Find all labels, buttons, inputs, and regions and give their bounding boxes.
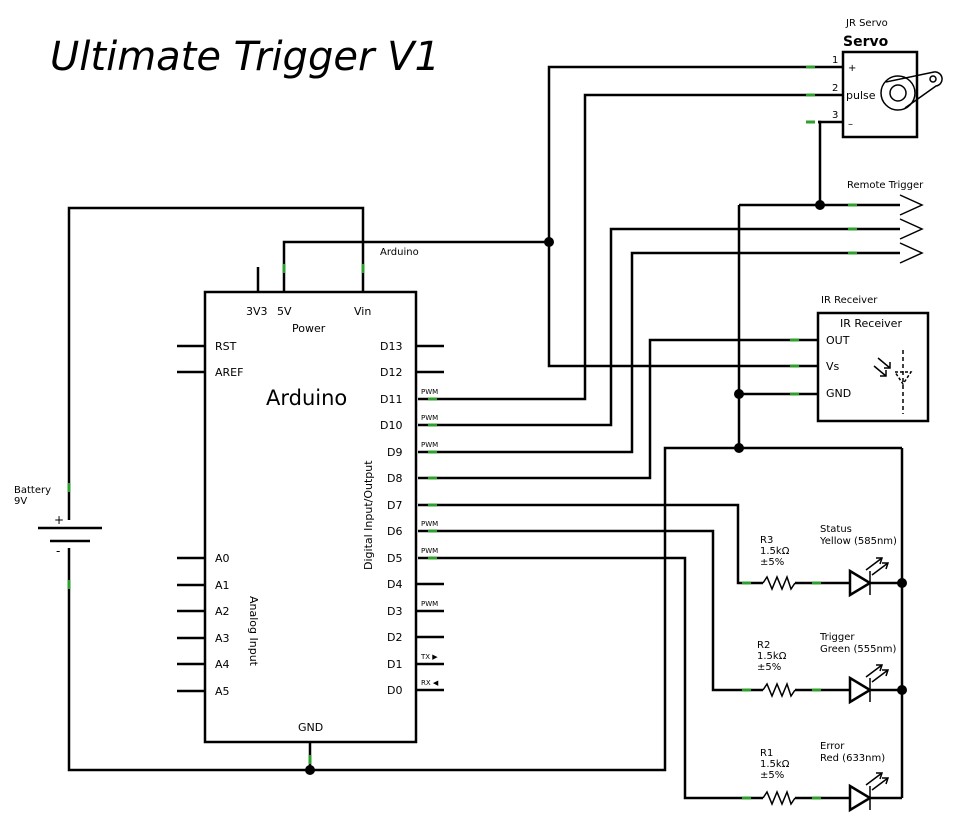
servo-pin-pulse: pulse: [846, 89, 876, 102]
junction-dots: [305, 200, 907, 775]
pin-aref: AREF: [215, 366, 243, 379]
servo-pin-number-2: 2: [832, 83, 838, 94]
remote-trigger-arrow-1-icon: [899, 194, 924, 216]
arduino-left-pin-lines: [177, 344, 205, 693]
power-pin-3v3: 3V3: [246, 305, 268, 318]
led-status: Status Yellow (585nm): [819, 524, 897, 598]
pin-a3: A3: [215, 632, 230, 645]
remote-trigger-label: Remote Trigger: [847, 180, 924, 191]
servo-pin-number-1: 1: [832, 55, 838, 66]
arduino-net-label: Arduino: [380, 247, 419, 258]
servo: JR Servo Servo 1 2 3 + pulse –: [818, 18, 943, 139]
pin-a4: A4: [215, 658, 230, 671]
arduino-board: Arduino Power 3V3 5V Vin RST AREF A0 A1 …: [177, 290, 444, 744]
pin-a0: A0: [215, 552, 230, 565]
battery-minus: -: [56, 544, 60, 558]
servo-horn-icon: [880, 71, 943, 111]
ir-pin-vs: Vs: [826, 360, 840, 373]
battery: Battery 9V + -: [14, 485, 102, 558]
pin-d13: D13: [380, 340, 402, 353]
pwm-tag-d10: PWM: [421, 414, 438, 422]
arduino-power-label: Power: [292, 322, 326, 335]
pwm-tag-d9: PWM: [421, 441, 438, 449]
wires: [67, 65, 904, 800]
r3-tolerance: ±5%: [760, 557, 784, 568]
resistor-r1: R1 1.5kΩ ±5%: [760, 748, 796, 806]
arduino-gnd-label: GND: [298, 721, 323, 734]
ir-receiver-outer-label: IR Receiver: [821, 295, 878, 306]
r1-value: 1.5kΩ: [760, 759, 790, 770]
servo-name: Servo: [843, 34, 889, 50]
pin-d8: D8: [387, 472, 402, 485]
pin-d0: D0: [387, 684, 402, 697]
pin-a5: A5: [215, 685, 230, 698]
led-trigger: Trigger Green (555nm): [819, 632, 897, 705]
photodiode-icon: [873, 350, 913, 414]
resistor-r3: R3 1.5kΩ ±5%: [760, 535, 796, 591]
r1-tolerance: ±5%: [760, 770, 784, 781]
pin-d10: D10: [380, 419, 402, 432]
pin-d11: D11: [380, 393, 402, 406]
r2-ref: R2: [757, 640, 770, 651]
arduino-name: Arduino: [266, 386, 347, 410]
led-error-color: Red (633nm): [820, 753, 885, 764]
analog-input-label: Analog Input: [247, 596, 260, 667]
pin-markers: [67, 65, 857, 800]
r3-ref: R3: [760, 535, 773, 546]
battery-name: Battery: [14, 485, 51, 496]
pin-d1: D1: [387, 658, 402, 671]
pwm-tag-d6: PWM: [421, 520, 438, 528]
servo-pin-plus: +: [848, 63, 856, 74]
remote-trigger: Remote Trigger: [847, 180, 924, 264]
pin-rst: RST: [215, 340, 237, 353]
pin-a1: A1: [215, 579, 230, 592]
servo-part-label: JR Servo: [845, 18, 888, 29]
pwm-tag-d3: PWM: [421, 600, 438, 608]
led-trigger-color: Green (555nm): [820, 644, 897, 655]
diagram-title: Ultimate Trigger V1: [50, 34, 440, 80]
led-status-name: Status: [820, 524, 852, 535]
r1-ref: R1: [760, 748, 773, 759]
ir-pin-gnd: GND: [826, 387, 851, 400]
pwm-tag-d5: PWM: [421, 547, 438, 555]
pin-d5: D5: [387, 552, 402, 565]
pwm-tag-d11: PWM: [421, 388, 438, 396]
resistor-r2: R2 1.5kΩ ±5%: [757, 640, 796, 698]
r2-value: 1.5kΩ: [757, 651, 787, 662]
pin-a2: A2: [215, 605, 230, 618]
battery-value: 9V: [14, 496, 27, 507]
led-status-color: Yellow (585nm): [819, 536, 897, 547]
r2-tolerance: ±5%: [757, 662, 781, 673]
pin-d12: D12: [380, 366, 402, 379]
pin-d7: D7: [387, 499, 402, 512]
led-error: Error Red (633nm): [820, 741, 890, 813]
led-error-name: Error: [820, 741, 845, 752]
remote-trigger-arrow-3-icon: [899, 242, 924, 264]
power-pin-vin: Vin: [354, 305, 371, 318]
remote-trigger-arrow-2-icon: [899, 218, 924, 240]
arduino-right-pin-lines: [416, 344, 444, 692]
led-trigger-name: Trigger: [819, 632, 855, 643]
power-pin-5v: 5V: [277, 305, 292, 318]
pin-d9: D9: [387, 446, 402, 459]
pin-d2: D2: [387, 631, 402, 644]
ir-receiver-inner-label: IR Receiver: [840, 317, 902, 330]
pin-d4: D4: [387, 578, 402, 591]
servo-pin-number-3: 3: [832, 110, 838, 121]
digital-io-label: Digital Input/Output: [362, 460, 375, 570]
r3-value: 1.5kΩ: [760, 546, 790, 557]
rx-tag-d0: RX ◀: [421, 679, 439, 687]
pin-d3: D3: [387, 605, 402, 618]
tx-tag-d1: TX ▶: [420, 653, 438, 661]
ir-receiver: IR Receiver IR Receiver OUT Vs GND: [816, 295, 930, 423]
pin-d6: D6: [387, 525, 402, 538]
ir-pin-out: OUT: [826, 334, 850, 347]
servo-pin-minus: –: [848, 119, 853, 130]
battery-plus: +: [54, 513, 64, 527]
